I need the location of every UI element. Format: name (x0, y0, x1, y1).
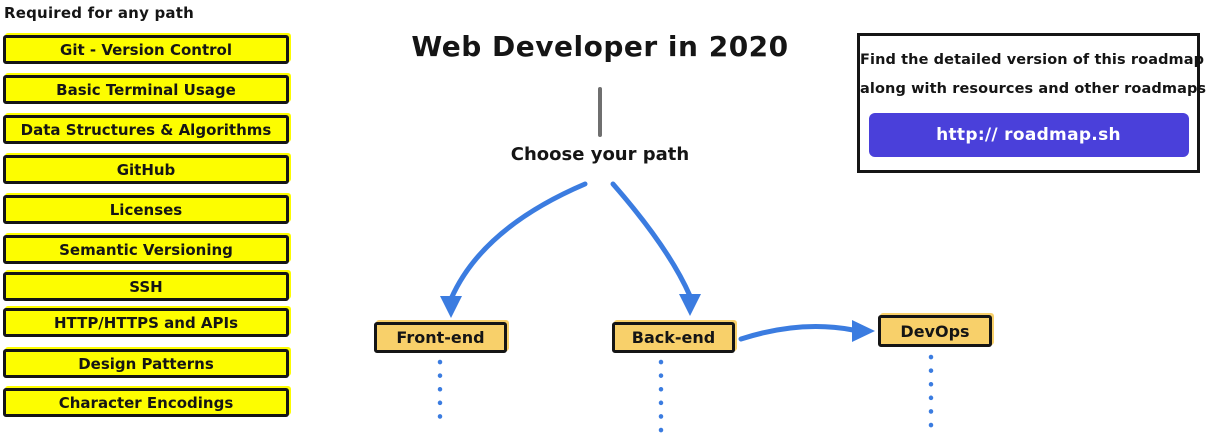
path-node-backend[interactable]: Back-end (612, 322, 735, 353)
arrowhead-devops (852, 320, 875, 342)
info-line-2: along with resources and other roadmaps (860, 81, 1207, 97)
topic-http-https-apis[interactable]: HTTP/HTTPS and APIs (3, 308, 289, 337)
topic-github[interactable]: GitHub (3, 155, 289, 184)
topic-git-version-control[interactable]: Git - Version Control (3, 35, 289, 64)
path-node-frontend[interactable]: Front-end (374, 322, 507, 353)
topic-data-structures-algorithms[interactable]: Data Structures & Algorithms (3, 115, 289, 144)
topic-semantic-versioning[interactable]: Semantic Versioning (3, 235, 289, 264)
path-node-devops[interactable]: DevOps (878, 315, 992, 347)
arrow-to-backend (610, 181, 693, 299)
arrowhead-backend (679, 294, 701, 316)
title-stem-line (598, 87, 602, 137)
arrowhead-frontend (440, 296, 462, 318)
topic-licenses[interactable]: Licenses (3, 195, 289, 224)
topic-basic-terminal-usage[interactable]: Basic Terminal Usage (3, 75, 289, 104)
page-title: Web Developer in 2020 (411, 30, 789, 63)
topic-design-patterns[interactable]: Design Patterns (3, 349, 289, 378)
arrow-to-frontend (448, 181, 588, 302)
topic-character-encodings[interactable]: Character Encodings (3, 388, 289, 417)
roadmap-link-button[interactable]: http:// roadmap.sh (868, 113, 1189, 157)
choose-your-path-label: Choose your path (510, 144, 690, 165)
topic-ssh[interactable]: SSH (3, 272, 289, 301)
info-line-1: Find the detailed version of this roadma… (860, 52, 1205, 68)
arrow-backend-to-devops (738, 324, 856, 342)
sidebar-title: Required for any path (4, 4, 194, 22)
info-box: Find the detailed version of this roadma… (857, 33, 1207, 173)
